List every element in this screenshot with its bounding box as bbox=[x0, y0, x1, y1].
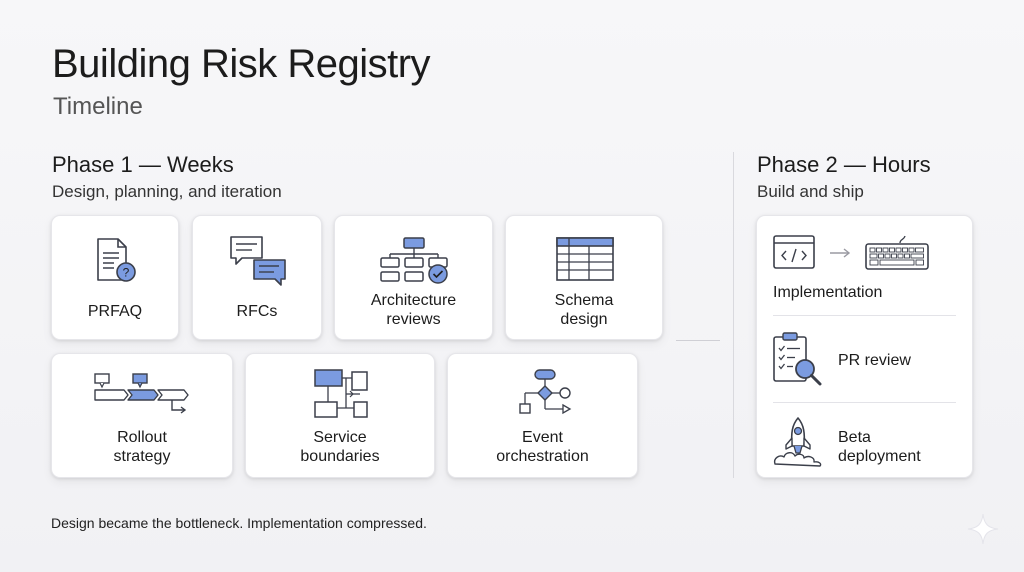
panel-divider bbox=[773, 315, 956, 316]
beta-deployment-label-line2: deployment bbox=[838, 448, 921, 465]
card-schema-design: Schema design bbox=[505, 215, 663, 340]
rocket-icon bbox=[773, 417, 822, 467]
card-prfaq: ? PRFAQ bbox=[51, 215, 179, 340]
card-label: PRFAQ bbox=[87, 303, 143, 320]
phase1-subheading: Design, planning, and iteration bbox=[52, 182, 282, 201]
card-label: Event bbox=[522, 429, 563, 446]
card-label-line2: orchestration bbox=[496, 448, 589, 465]
code-to-keyboard-icon bbox=[773, 235, 929, 270]
phase-connector-line bbox=[676, 340, 720, 341]
footer-caption: Design became the bottleneck. Implementa… bbox=[51, 515, 427, 531]
card-label-line2: boundaries bbox=[300, 448, 380, 465]
card-label: Rollout bbox=[117, 429, 167, 446]
card-label-line2: design bbox=[560, 311, 608, 328]
card-label: Architecture bbox=[370, 292, 457, 309]
card-service-boundaries: Service boundaries bbox=[245, 353, 435, 478]
svg-text:?: ? bbox=[123, 266, 130, 280]
timeline-arrows-icon bbox=[94, 373, 189, 414]
table-grid-icon bbox=[556, 237, 614, 281]
sparkle-icon bbox=[967, 513, 999, 545]
card-rfcs: RFCs bbox=[192, 215, 322, 340]
card-label: Service bbox=[313, 429, 367, 446]
page-title: Building Risk Registry bbox=[52, 42, 431, 86]
card-label-line2: strategy bbox=[113, 448, 171, 465]
card-event-orchestration: Event orchestration bbox=[447, 353, 638, 478]
card-rollout-strategy: Rollout strategy bbox=[51, 353, 233, 478]
phase2-subheading: Build and ship bbox=[757, 182, 864, 201]
document-question-icon: ? bbox=[97, 238, 136, 282]
org-chart-check-icon bbox=[380, 237, 448, 284]
flowchart-icon bbox=[519, 369, 572, 415]
panel-divider bbox=[773, 402, 956, 403]
chat-bubbles-icon bbox=[230, 236, 286, 286]
phase1-heading: Phase 1 — Weeks bbox=[52, 152, 234, 177]
service-blocks-icon bbox=[314, 369, 368, 418]
phase2-panel: Implementation PR review Beta deployment bbox=[756, 215, 973, 478]
clipboard-magnifier-icon bbox=[773, 332, 822, 386]
page-subtitle: Timeline bbox=[53, 93, 143, 120]
implementation-label: Implementation bbox=[773, 284, 883, 301]
beta-deployment-label: Beta bbox=[838, 429, 871, 446]
card-label: Schema bbox=[554, 292, 614, 309]
pr-review-label: PR review bbox=[838, 352, 911, 369]
phase-divider bbox=[733, 152, 734, 478]
card-label-line2: reviews bbox=[386, 311, 441, 328]
card-architecture-reviews: Architecture reviews bbox=[334, 215, 493, 340]
phase2-heading: Phase 2 — Hours bbox=[757, 152, 931, 177]
card-label: RFCs bbox=[236, 303, 278, 320]
